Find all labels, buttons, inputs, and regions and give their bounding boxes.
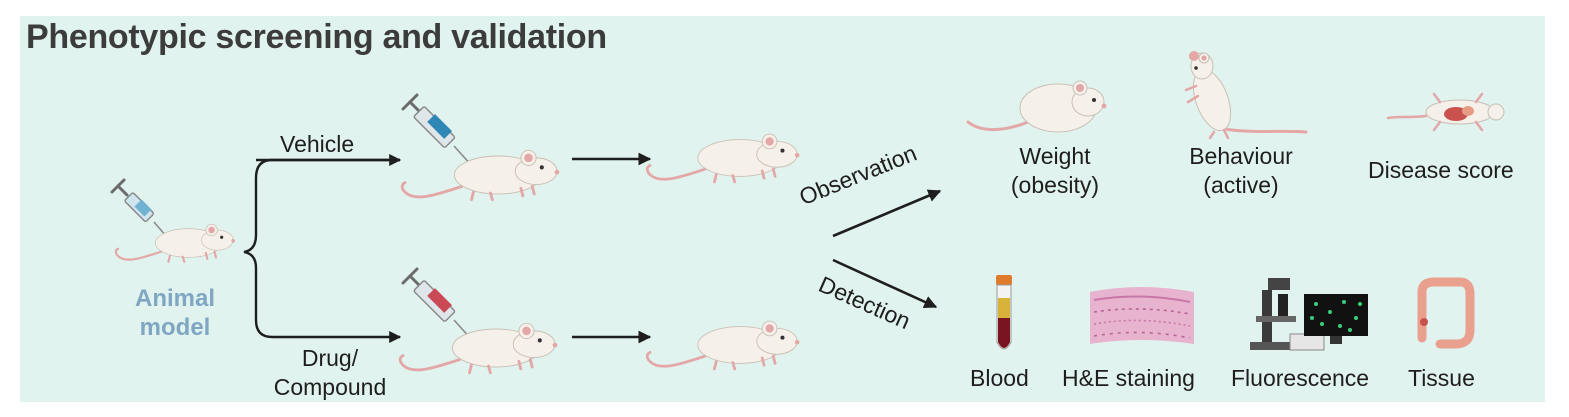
behaviour-label: Behaviour (active) — [1166, 142, 1316, 200]
he-staining-label: H&E staining — [1062, 365, 1195, 391]
animal-model-mouse-icon — [114, 223, 237, 263]
tissue-label: Tissue — [1408, 365, 1475, 391]
vehicle-syringe-icon — [401, 93, 473, 167]
weight-label-line2: (obesity) — [1010, 172, 1100, 198]
vehicle-label: Vehicle — [280, 131, 355, 157]
observation-arrow — [832, 189, 942, 238]
vehicle-result-mouse-icon — [645, 132, 801, 184]
drug-label-line2: Compound — [273, 374, 387, 400]
drug-result-mouse-icon — [645, 319, 801, 371]
fluorescence-label: Fluorescence — [1231, 365, 1370, 391]
colon-tissue-icon — [1417, 277, 1475, 349]
branch-brace — [243, 158, 402, 343]
disease-dissected-mouse-icon — [1386, 92, 1505, 132]
blood-tube-icon — [996, 275, 1012, 350]
animal-model-label: Animal model — [100, 284, 250, 342]
behaviour-standing-mouse-icon — [1184, 51, 1308, 140]
vehicle-mouse-icon — [400, 148, 561, 202]
weight-mouse-icon — [966, 80, 1107, 133]
behaviour-label-line2: (active) — [1203, 172, 1279, 198]
animal-model-line2: model — [139, 314, 211, 341]
weight-label-line1: Weight — [1019, 143, 1091, 169]
animal-model-line1: Animal — [134, 285, 215, 312]
figure-title: Phenotypic screening and validation — [26, 18, 607, 56]
drug-label-line1: Drug/ — [301, 345, 359, 371]
drug-label: Drug/ Compound — [262, 344, 398, 402]
weight-label: Weight (obesity) — [980, 142, 1130, 200]
blood-label: Blood — [970, 365, 1029, 391]
detection-arrow — [832, 258, 938, 309]
disease-score-label: Disease score — [1368, 157, 1514, 183]
microscope-icon — [1250, 278, 1368, 351]
he-stain-icon — [1090, 287, 1194, 344]
drug-mouse-icon — [398, 321, 559, 375]
animal-model-syringe-icon — [110, 178, 167, 237]
behaviour-label-line1: Behaviour — [1189, 143, 1293, 169]
drug-syringe-icon — [401, 267, 473, 341]
